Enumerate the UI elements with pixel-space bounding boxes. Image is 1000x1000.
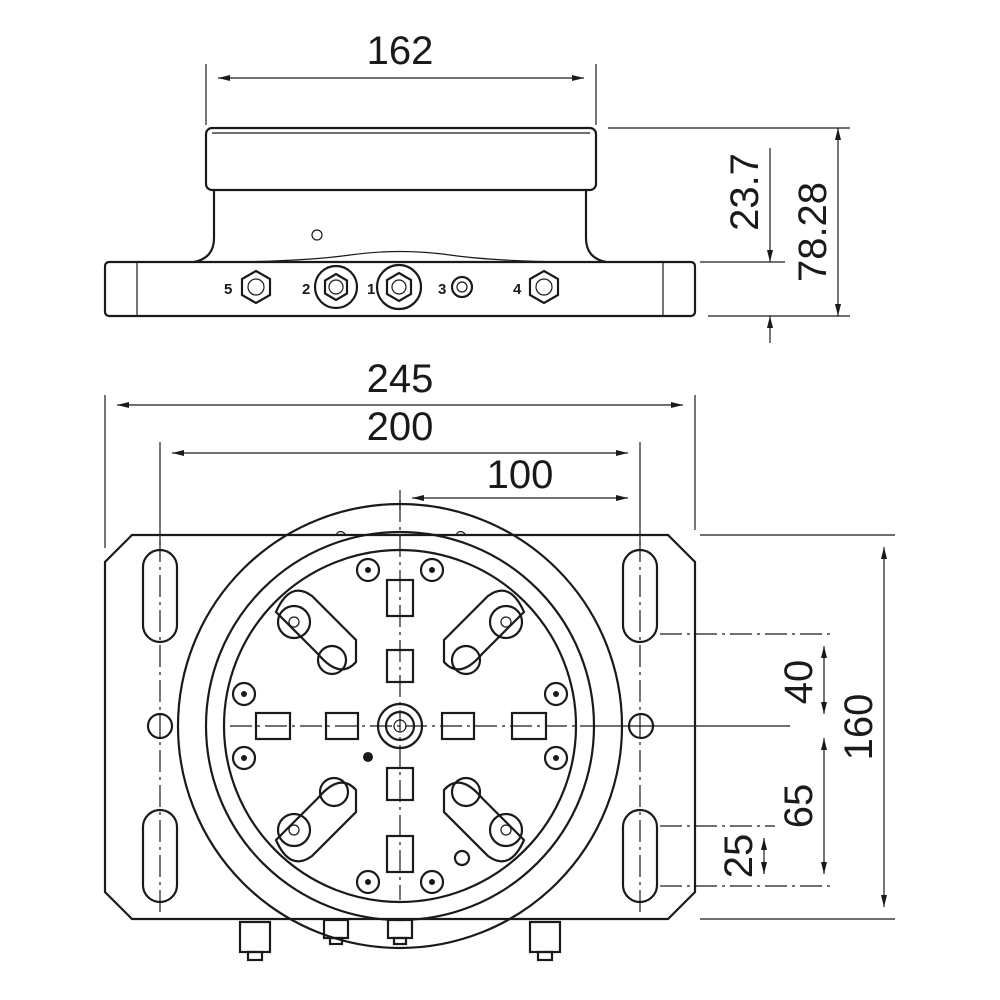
- port-3-label: 3: [438, 281, 446, 298]
- dimension-65: 65: [660, 738, 835, 887]
- top-view: 245 200 100 160 40: [103, 357, 895, 962]
- dimension-162: 162: [205, 29, 597, 125]
- port-1: 1: [367, 263, 423, 311]
- dimension-vertical-side: 23.7 78.28: [608, 127, 850, 343]
- dimension-245: 245: [104, 357, 696, 548]
- top-edge-tabs: [335, 530, 467, 536]
- dimension-160: 160: [700, 534, 895, 920]
- side-small-hole: [311, 229, 323, 241]
- clamp-arm-bottom-left: [274, 776, 358, 863]
- port-4-label: 4: [513, 281, 522, 298]
- dimension-78-28-text: 78.28: [791, 182, 835, 282]
- screw-holes: [231, 557, 569, 895]
- port-5-label: 5: [224, 281, 232, 298]
- side-view: 5 2 1 3 4 162: [103, 29, 850, 343]
- port-3: 3: [438, 275, 474, 299]
- dimension-200: 200: [159, 405, 641, 545]
- dimension-100: 100: [399, 453, 628, 510]
- side-neck-break: [213, 250, 587, 263]
- dimension-23-7-text: 23.7: [723, 153, 767, 231]
- dimension-245-text: 245: [367, 357, 434, 401]
- side-hole-left: [146, 712, 174, 740]
- port-2-label: 2: [302, 281, 310, 298]
- clamp-arm-top-left: [274, 589, 358, 676]
- port-5: 5: [224, 269, 272, 305]
- dimension-65-text: 65: [777, 784, 821, 829]
- dimension-40: 40: [660, 633, 835, 714]
- side-top-cap: [204, 126, 598, 192]
- port-1-label: 1: [367, 281, 375, 298]
- bottom-fittings: [238, 918, 562, 962]
- dimension-162-text: 162: [367, 29, 434, 73]
- clamp-arm-top-right: [442, 589, 526, 676]
- port-2: 2: [302, 264, 359, 310]
- dimension-100-text: 100: [487, 453, 554, 497]
- dimension-25-text: 25: [717, 834, 761, 879]
- port-4: 4: [513, 269, 560, 305]
- dimension-25: 25: [660, 825, 775, 879]
- dimension-200-text: 200: [367, 405, 434, 449]
- dimension-40-text: 40: [777, 660, 821, 705]
- side-base-plate: [103, 260, 697, 318]
- top-base-plate: [103, 533, 697, 921]
- clamp-arm-bottom-right: [442, 776, 526, 863]
- dimension-160-text: 160: [837, 694, 881, 761]
